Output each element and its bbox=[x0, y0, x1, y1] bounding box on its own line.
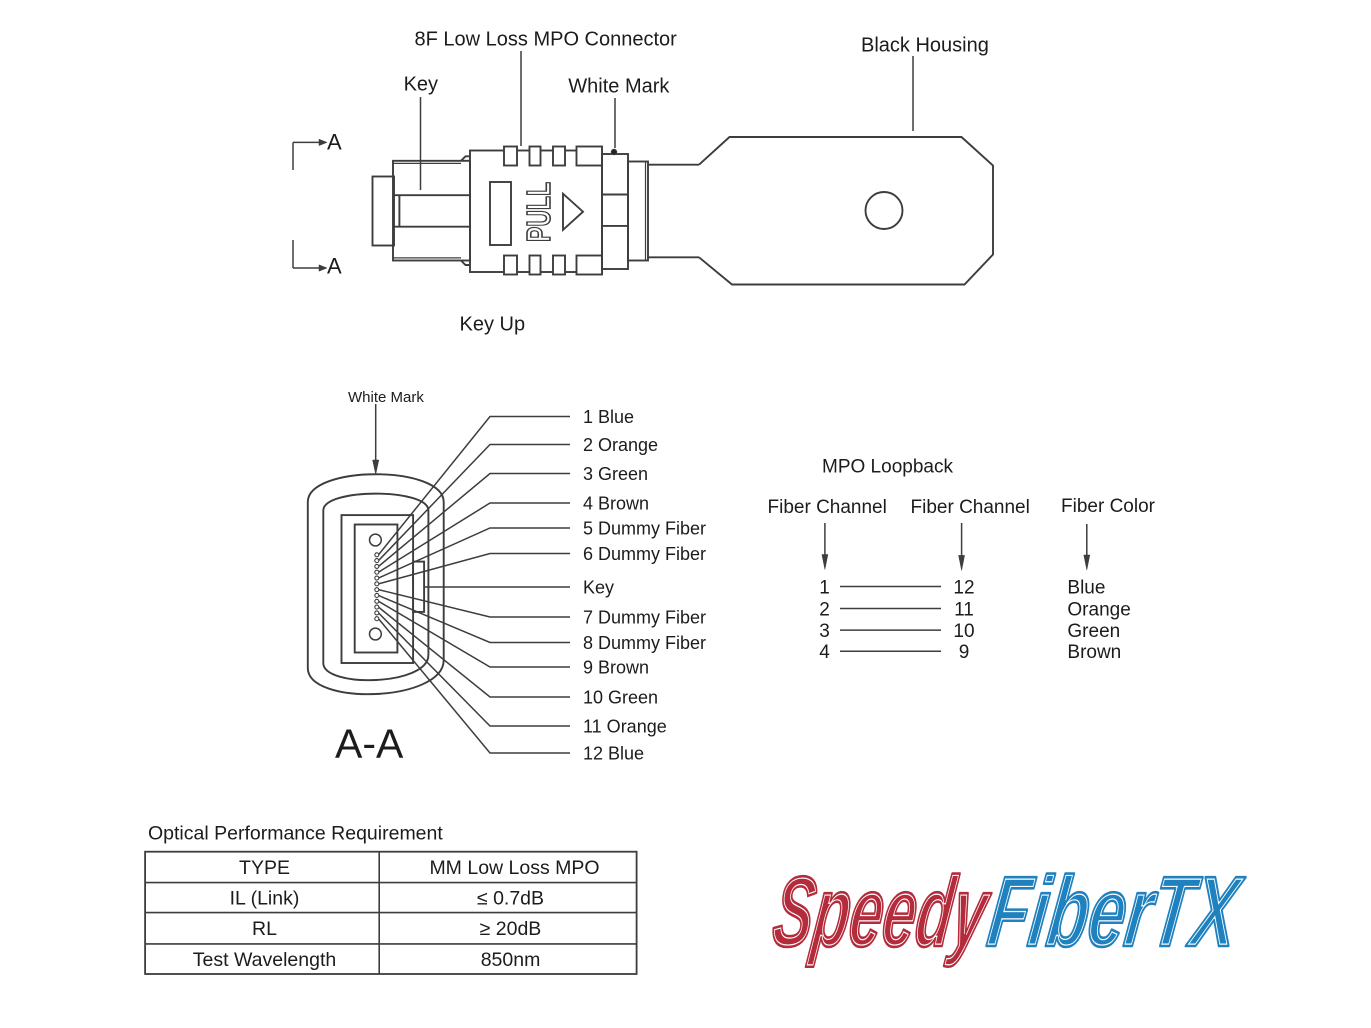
svg-text:Orange: Orange bbox=[1067, 599, 1130, 620]
svg-text:8 Dummy Fiber: 8 Dummy Fiber bbox=[583, 633, 706, 653]
svg-text:8F Low Loss MPO Connector: 8F Low Loss MPO Connector bbox=[415, 29, 678, 51]
svg-text:6 Dummy Fiber: 6 Dummy Fiber bbox=[583, 544, 706, 564]
svg-text:Test Wavelength: Test Wavelength bbox=[193, 949, 336, 971]
svg-text:4: 4 bbox=[819, 642, 830, 663]
svg-text:10: 10 bbox=[953, 621, 974, 642]
svg-text:3 Green: 3 Green bbox=[583, 464, 648, 484]
svg-text:≤ 0.7dB: ≤ 0.7dB bbox=[477, 888, 544, 910]
svg-text:TYPE: TYPE bbox=[239, 857, 290, 879]
svg-text:Fiber Color: Fiber Color bbox=[1061, 496, 1156, 517]
svg-text:Fiber Channel: Fiber Channel bbox=[768, 497, 887, 518]
svg-text:Blue: Blue bbox=[1067, 577, 1105, 598]
svg-text:FiberTX: FiberTX bbox=[982, 856, 1250, 967]
svg-text:Black Housing: Black Housing bbox=[861, 35, 989, 57]
svg-text:2: 2 bbox=[819, 599, 830, 620]
svg-text:10 Green: 10 Green bbox=[583, 688, 658, 708]
svg-text:Fiber Channel: Fiber Channel bbox=[911, 497, 1030, 518]
svg-text:Key: Key bbox=[583, 578, 614, 598]
svg-text:≥ 20dB: ≥ 20dB bbox=[480, 918, 542, 940]
svg-text:5 Dummy Fiber: 5 Dummy Fiber bbox=[583, 519, 706, 539]
svg-text:A: A bbox=[327, 254, 342, 279]
svg-text:RL: RL bbox=[252, 918, 277, 940]
svg-text:11 Orange: 11 Orange bbox=[583, 717, 667, 737]
svg-text:9 Brown: 9 Brown bbox=[583, 658, 649, 678]
svg-text:Speedy: Speedy bbox=[767, 856, 998, 967]
svg-text:A: A bbox=[327, 130, 342, 155]
svg-text:850nm: 850nm bbox=[481, 949, 541, 971]
svg-text:11: 11 bbox=[954, 599, 974, 620]
svg-text:Key Up: Key Up bbox=[460, 314, 526, 336]
svg-text:PULL: PULL bbox=[521, 182, 558, 242]
svg-text:FiberTX: FiberTX bbox=[982, 856, 1250, 967]
svg-text:12 Blue: 12 Blue bbox=[583, 744, 644, 764]
svg-text:1 Blue: 1 Blue bbox=[583, 407, 634, 427]
svg-text:A-A: A-A bbox=[335, 721, 404, 767]
svg-text:12: 12 bbox=[953, 577, 974, 598]
svg-text:Green: Green bbox=[1067, 621, 1120, 642]
svg-text:2 Orange: 2 Orange bbox=[583, 435, 658, 455]
svg-text:FiberTX: FiberTX bbox=[982, 856, 1250, 967]
svg-text:Key: Key bbox=[404, 74, 438, 96]
svg-text:Speedy: Speedy bbox=[767, 856, 998, 967]
svg-text:MM Low Loss MPO: MM Low Loss MPO bbox=[429, 857, 599, 879]
svg-text:MPO Loopback: MPO Loopback bbox=[822, 457, 953, 478]
svg-text:Brown: Brown bbox=[1067, 642, 1121, 663]
svg-text:White Mark: White Mark bbox=[348, 389, 424, 406]
svg-text:IL (Link): IL (Link) bbox=[230, 888, 300, 910]
svg-text:1: 1 bbox=[819, 577, 830, 598]
svg-text:7 Dummy Fiber: 7 Dummy Fiber bbox=[583, 608, 706, 628]
svg-text:3: 3 bbox=[819, 621, 830, 642]
svg-text:9: 9 bbox=[959, 642, 970, 663]
svg-text:Speedy: Speedy bbox=[767, 856, 998, 967]
svg-text:4 Brown: 4 Brown bbox=[583, 494, 649, 514]
svg-text:White Mark: White Mark bbox=[568, 76, 670, 98]
svg-text:Optical Performance Requiremen: Optical Performance Requirement bbox=[148, 823, 443, 845]
